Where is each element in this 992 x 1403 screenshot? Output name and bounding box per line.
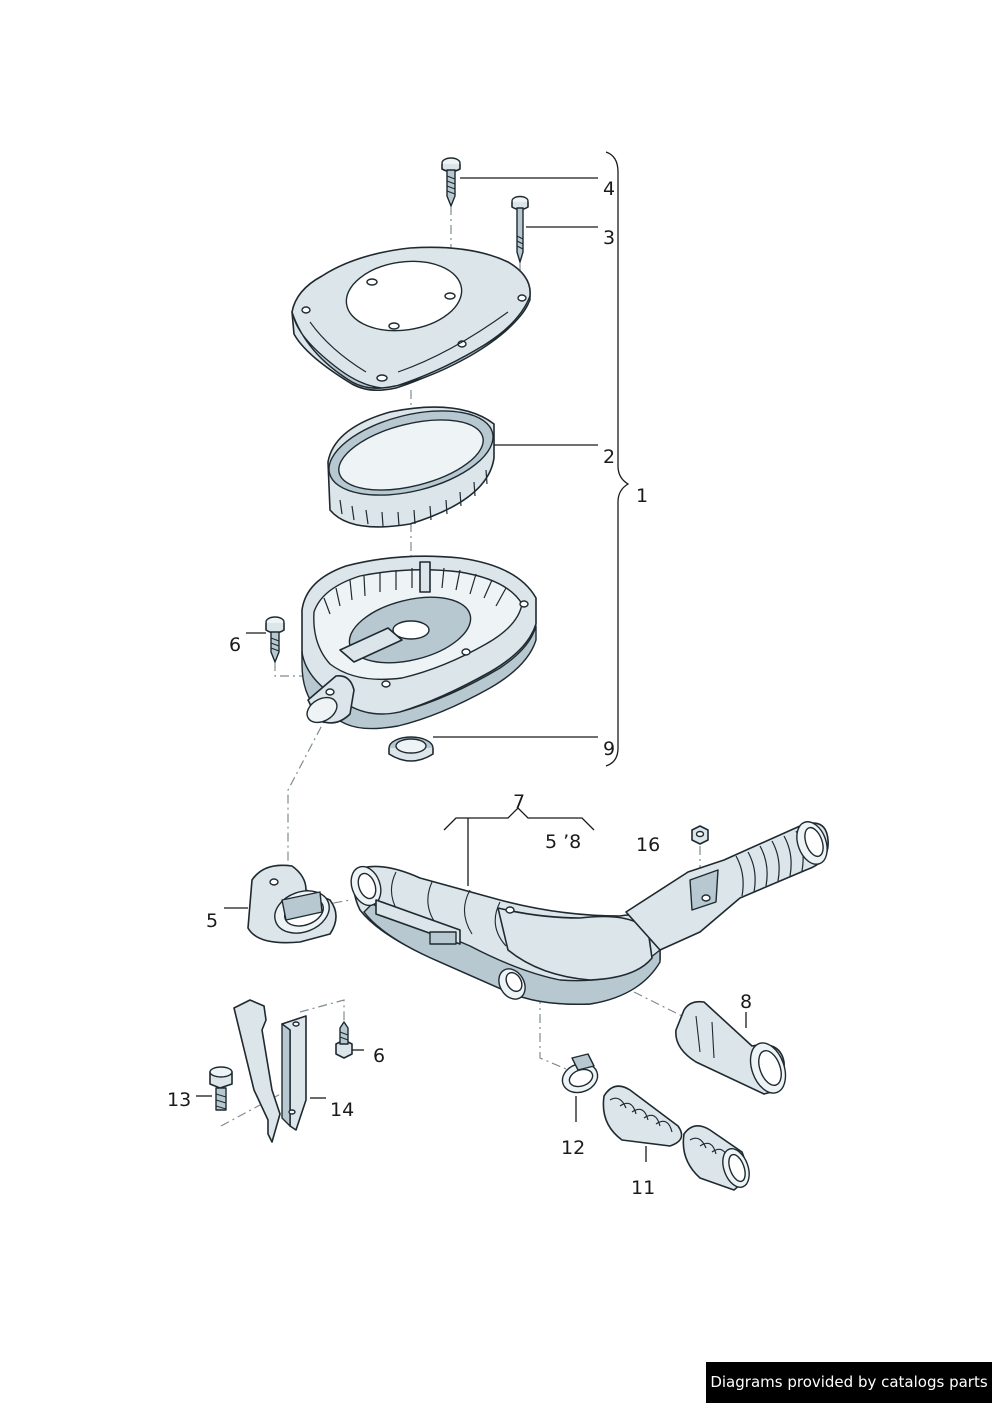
grommet-9 bbox=[388, 736, 434, 762]
centerline-part8 bbox=[599, 974, 691, 1021]
air-filter-housing bbox=[301, 555, 537, 730]
air-filter-lid bbox=[291, 246, 531, 392]
callout-6-upper: 6 bbox=[229, 634, 241, 656]
filter-element-2 bbox=[327, 406, 495, 528]
centerline-bracket bbox=[220, 999, 345, 1127]
credit-banner: Diagrams provided by catalogs parts bbox=[706, 1362, 992, 1403]
callout-13: 13 bbox=[167, 1089, 191, 1111]
bracket-14 bbox=[233, 999, 307, 1143]
callout-4: 4 bbox=[603, 178, 615, 200]
callout-12: 12 bbox=[561, 1137, 585, 1159]
callout-5: 5 bbox=[206, 910, 218, 932]
centerline-nozzle bbox=[287, 709, 331, 866]
assembly-brace bbox=[605, 151, 630, 767]
callout-16: 16 bbox=[636, 834, 660, 856]
callout-8: 8 bbox=[740, 991, 752, 1013]
callout-2: 2 bbox=[603, 446, 615, 468]
callout-1: 1 bbox=[636, 485, 648, 507]
screw-4 bbox=[441, 157, 461, 207]
intake-pipe-7 bbox=[350, 821, 829, 1006]
callout-6-lower: 6 bbox=[373, 1045, 385, 1067]
centerline-clamp12 bbox=[539, 995, 579, 1075]
screw-6-upper bbox=[265, 616, 285, 663]
nut-16 bbox=[691, 825, 709, 845]
screw-6-lower bbox=[335, 1021, 353, 1059]
callout-3: 3 bbox=[603, 227, 615, 249]
callout-7: 7 bbox=[513, 791, 525, 813]
callout-14: 14 bbox=[330, 1099, 354, 1121]
adapter-5 bbox=[247, 864, 337, 944]
callout-9: 9 bbox=[603, 738, 615, 760]
callout-11: 11 bbox=[631, 1177, 655, 1199]
bolt-13 bbox=[209, 1066, 233, 1111]
callout-7-sub: 5 ’8 bbox=[545, 831, 581, 853]
leader-7 bbox=[443, 807, 595, 886]
hose-11 bbox=[602, 1085, 750, 1191]
screw-3 bbox=[511, 195, 529, 263]
part-8 bbox=[675, 1000, 787, 1095]
hose-clamp-12 bbox=[561, 1053, 599, 1094]
